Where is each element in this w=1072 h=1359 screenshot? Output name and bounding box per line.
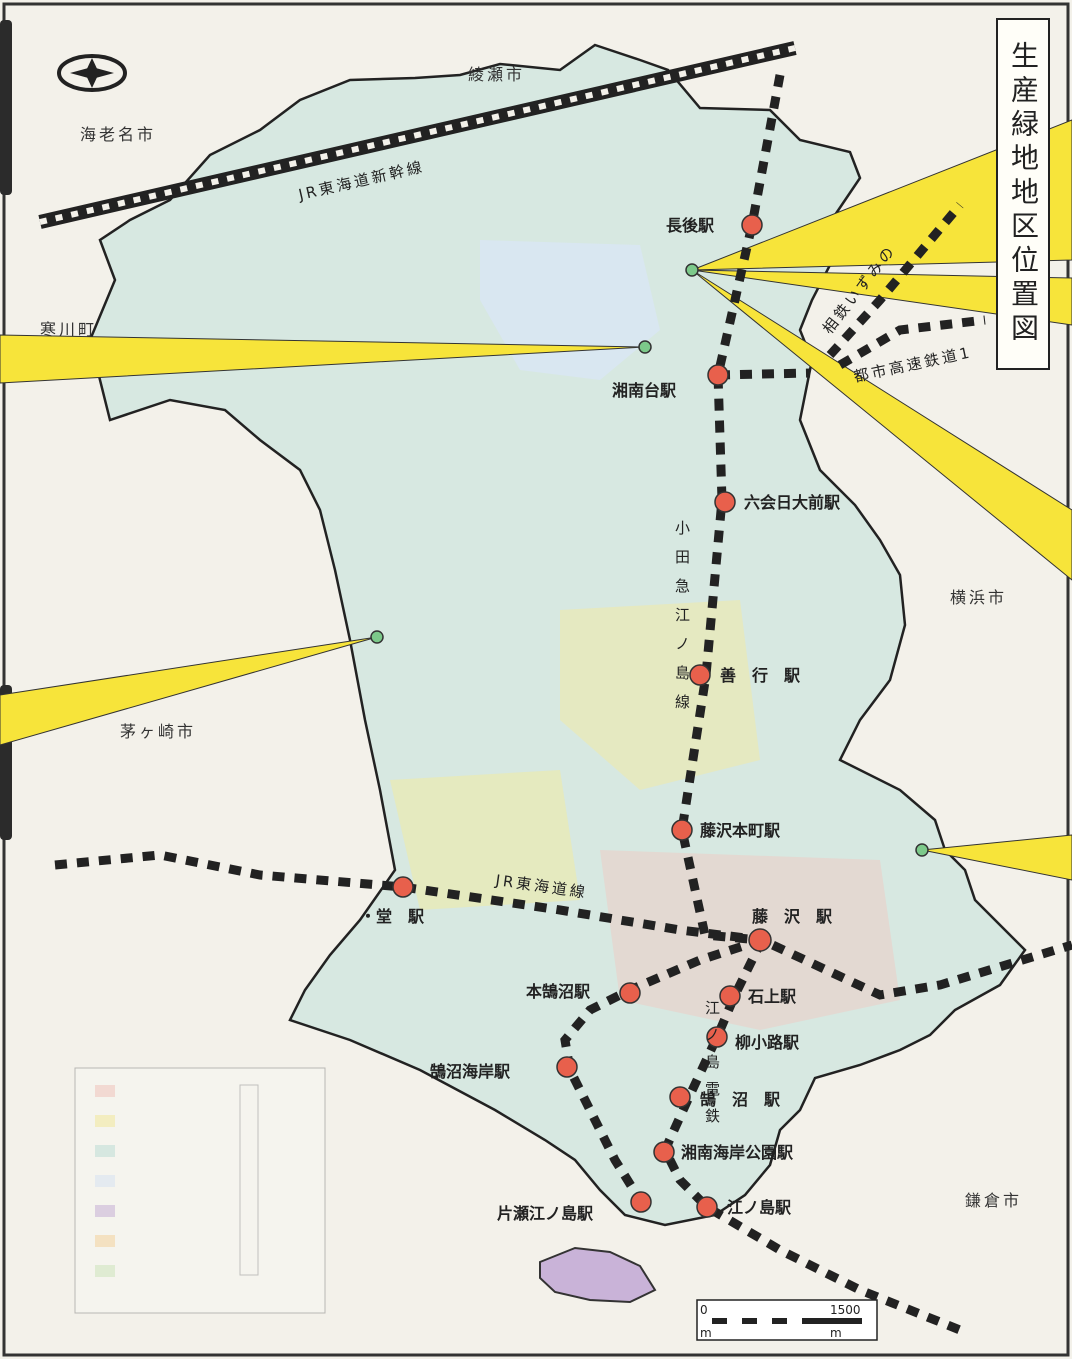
station-label-katase-enoshima: 片瀬江ノ島駅: [497, 1204, 594, 1223]
station-marker-enoshima[interactable]: [696, 1196, 718, 1218]
scale-unit-end: m: [830, 1326, 842, 1340]
scale-end: 1500: [830, 1303, 861, 1317]
monorail-line: [560, 935, 764, 1203]
station-marker-fujisawa[interactable]: [748, 928, 772, 952]
station-label-tsujido: ・堂 駅: [360, 907, 425, 926]
city-label-kamakura: 鎌倉市: [965, 1191, 1022, 1210]
area-marker-west-1[interactable]: [638, 340, 652, 354]
callout-wedge-right-4: [921, 834, 1072, 881]
callout-wedge-right-3: [691, 269, 1072, 581]
line-label-odakyu: 小田急江ノ島線: [673, 520, 691, 723]
north-arrow-icon: [57, 54, 127, 92]
city-label-ebina: 海老名市: [80, 125, 156, 144]
scale-start: 0: [700, 1303, 708, 1317]
scale-bar: 0 1500 m m: [696, 1299, 878, 1341]
station-label-fujisawa-honmachi: 藤沢本町駅: [700, 821, 781, 840]
area-marker-west-2[interactable]: [370, 630, 384, 644]
station-label-yanagikoji: 柳小路駅: [735, 1033, 800, 1052]
station-label-zengyo: 善 行 駅: [720, 666, 801, 685]
left-tab-top: [0, 20, 12, 195]
station-label-fujisawa: 藤 沢 駅: [752, 907, 833, 926]
station-label-kugenuma-kaigan: 鵠沼海岸駅: [430, 1062, 511, 1081]
station-label-hon-kugenuma: 本鵠沼駅: [526, 982, 591, 1001]
station-marker-zengyo[interactable]: [689, 664, 711, 686]
station-label-ishigami: 石上駅: [747, 987, 797, 1006]
urban-area-west: [390, 770, 580, 910]
area-marker-east[interactable]: [915, 843, 929, 857]
station-marker-mutsuai[interactable]: [714, 491, 736, 513]
callout-wedge-right-1: [691, 119, 1072, 271]
scale-unit-start: m: [700, 1326, 712, 1340]
station-marker-shonandai[interactable]: [707, 364, 729, 386]
odakyu-line: [677, 74, 785, 945]
tokaido-line: [54, 850, 1072, 1000]
sotetsu-line: [826, 202, 964, 359]
city-label-ayase: 綾瀬市: [468, 65, 525, 84]
station-marker-shonankaigan-koen[interactable]: [653, 1141, 675, 1163]
station-marker-chogo[interactable]: [741, 214, 763, 236]
station-label-shonandai: 湘南台駅: [612, 381, 677, 400]
station-marker-hon-kugenuma[interactable]: [619, 982, 641, 1004]
station-marker-kugenuma-kaigan[interactable]: [556, 1056, 578, 1078]
line-label-enoden: 江ノ島電鉄: [703, 1000, 721, 1135]
legend-table: [74, 1067, 326, 1314]
station-label-enoshima: 江ノ島駅: [727, 1198, 792, 1217]
station-marker-kugenuma[interactable]: [669, 1086, 691, 1108]
shinkansen-line-ticks: [39, 45, 796, 225]
callout-wedge-left-1: [0, 334, 646, 384]
map-title-box: 生産緑地地区位置図: [996, 18, 1050, 370]
area-marker-north[interactable]: [685, 263, 699, 277]
toshi-kosoku-east-line: [837, 315, 986, 369]
station-marker-ishigami[interactable]: [719, 985, 741, 1007]
station-marker-katase-enoshima[interactable]: [630, 1191, 652, 1213]
station-label-kugenuma: 鵠 沼 駅: [700, 1090, 781, 1109]
enoshima-island: [539, 1246, 657, 1304]
station-label-shonankaigan-koen: 湘南海岸公園駅: [681, 1143, 794, 1162]
station-marker-fujisawa-honmachi[interactable]: [671, 819, 693, 841]
city-label-yokohama: 横浜市: [950, 588, 1007, 607]
enoden-line: [660, 938, 962, 1335]
city-label-samukawa: 寒川町: [40, 320, 97, 339]
city-label-chigasaki: 茅ヶ崎市: [120, 722, 196, 741]
station-label-chogo: 長後駅: [666, 216, 715, 235]
station-label-mutsuai: 六会日大前駅: [744, 493, 841, 512]
station-marker-yanagikoji[interactable]: [706, 1026, 728, 1048]
callout-wedge-left-2: [0, 636, 378, 746]
toshi-kosoku-line: [717, 368, 811, 380]
map-title: 生産緑地地区位置図: [1007, 41, 1040, 347]
station-marker-tsujido[interactable]: [392, 876, 414, 898]
